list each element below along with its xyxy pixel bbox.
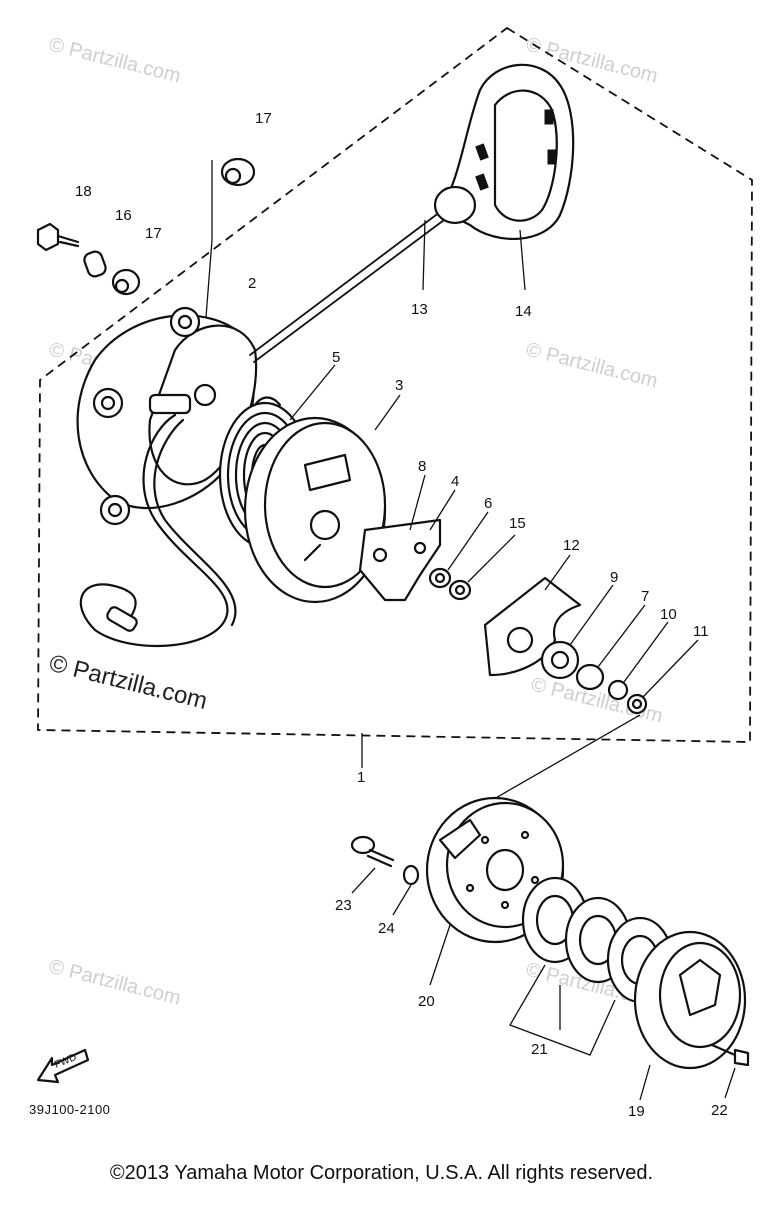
bolt-22 (710, 1043, 750, 1067)
leader-9 (569, 584, 614, 646)
leader-8 (409, 474, 426, 531)
leader-7 (597, 604, 646, 668)
diagram-code: 39J100-2100 (29, 1102, 111, 1117)
part-number-label: 17 (145, 225, 162, 242)
part-number-label: 19 (628, 1103, 645, 1120)
leader-10 (623, 621, 669, 683)
part-number-label: 1 (357, 769, 365, 786)
part-number-label: 13 (411, 301, 428, 318)
leader-20 (429, 924, 451, 986)
drive-plate-4 (358, 518, 442, 602)
leader-19 (639, 1064, 651, 1101)
part-number-label: 10 (660, 606, 677, 623)
part-number-label: 12 (563, 537, 580, 554)
copyright-notice: ©2013 Yamaha Motor Corporation, U.S.A. A… (109, 1162, 654, 1184)
leader-3 (374, 394, 401, 431)
cover-19 (633, 930, 747, 1070)
bolt-18 (36, 222, 80, 252)
washer-10 (607, 679, 629, 701)
starter-rope-13 (249, 211, 445, 363)
watermark-dark: © Partzilla.com (47, 650, 210, 715)
part-number-label: 22 (711, 1102, 728, 1119)
leader-21 (509, 964, 616, 1056)
forward-arrow-icon: FWD (36, 1048, 90, 1084)
leader-14 (519, 229, 526, 291)
part-number-label: 18 (75, 183, 92, 200)
spacer-16 (83, 250, 107, 278)
part-number-label: 21 (531, 1041, 548, 1058)
leader-6 (447, 511, 489, 571)
washer-6 (428, 567, 452, 589)
leader-4 (429, 489, 456, 531)
assembly-boundary (37, 26, 753, 743)
leader-17-top (204, 160, 213, 331)
watermark: © Partzilla.com (47, 956, 183, 1010)
part-number-label: 23 (335, 897, 352, 914)
leader-15 (467, 534, 516, 583)
part-number-label: 2 (248, 275, 256, 292)
washer-7 (575, 663, 605, 691)
part-number-label: 15 (509, 515, 526, 532)
plate-12 (483, 576, 582, 677)
watermark: © Partzilla.com (524, 339, 660, 393)
part-number-label: 14 (515, 303, 532, 320)
part-number-label: 17 (255, 110, 272, 127)
part-number-labels: 1 2 3 4 5 6 7 8 9 10 11 12 13 14 15 16 1… (75, 110, 728, 1120)
leader-11 (642, 639, 699, 698)
collar-17 (111, 268, 141, 296)
part-number-label: 7 (641, 588, 649, 605)
part-number-label: 3 (395, 377, 403, 394)
leader-24 (392, 884, 412, 916)
starter-handle-14 (433, 63, 575, 241)
part-number-label: 24 (378, 920, 395, 937)
part-number-label: 20 (418, 993, 435, 1010)
part-number-label: 6 (484, 495, 492, 512)
part-number-label: 16 (115, 207, 132, 224)
leader-5 (289, 364, 336, 421)
leader-22 (724, 1067, 736, 1099)
collar-17-top (220, 157, 256, 187)
nut-15 (448, 579, 472, 601)
part-number-label: 11 (693, 623, 709, 640)
nut-24 (402, 864, 420, 886)
part-number-label: 9 (610, 569, 618, 586)
nut-11 (626, 693, 648, 715)
part-number-label: 4 (451, 473, 459, 490)
sheave-drum-3 (243, 416, 387, 604)
leader-12 (544, 554, 571, 591)
bolt-23 (350, 835, 395, 868)
friction-plate-9 (540, 640, 580, 680)
leader-23 (351, 867, 376, 894)
watermark: © Partzilla.com (47, 34, 183, 88)
leader-13 (422, 219, 426, 291)
part-number-label: 5 (332, 349, 340, 366)
part-number-label: 8 (418, 458, 426, 475)
cable-loop (79, 413, 237, 648)
